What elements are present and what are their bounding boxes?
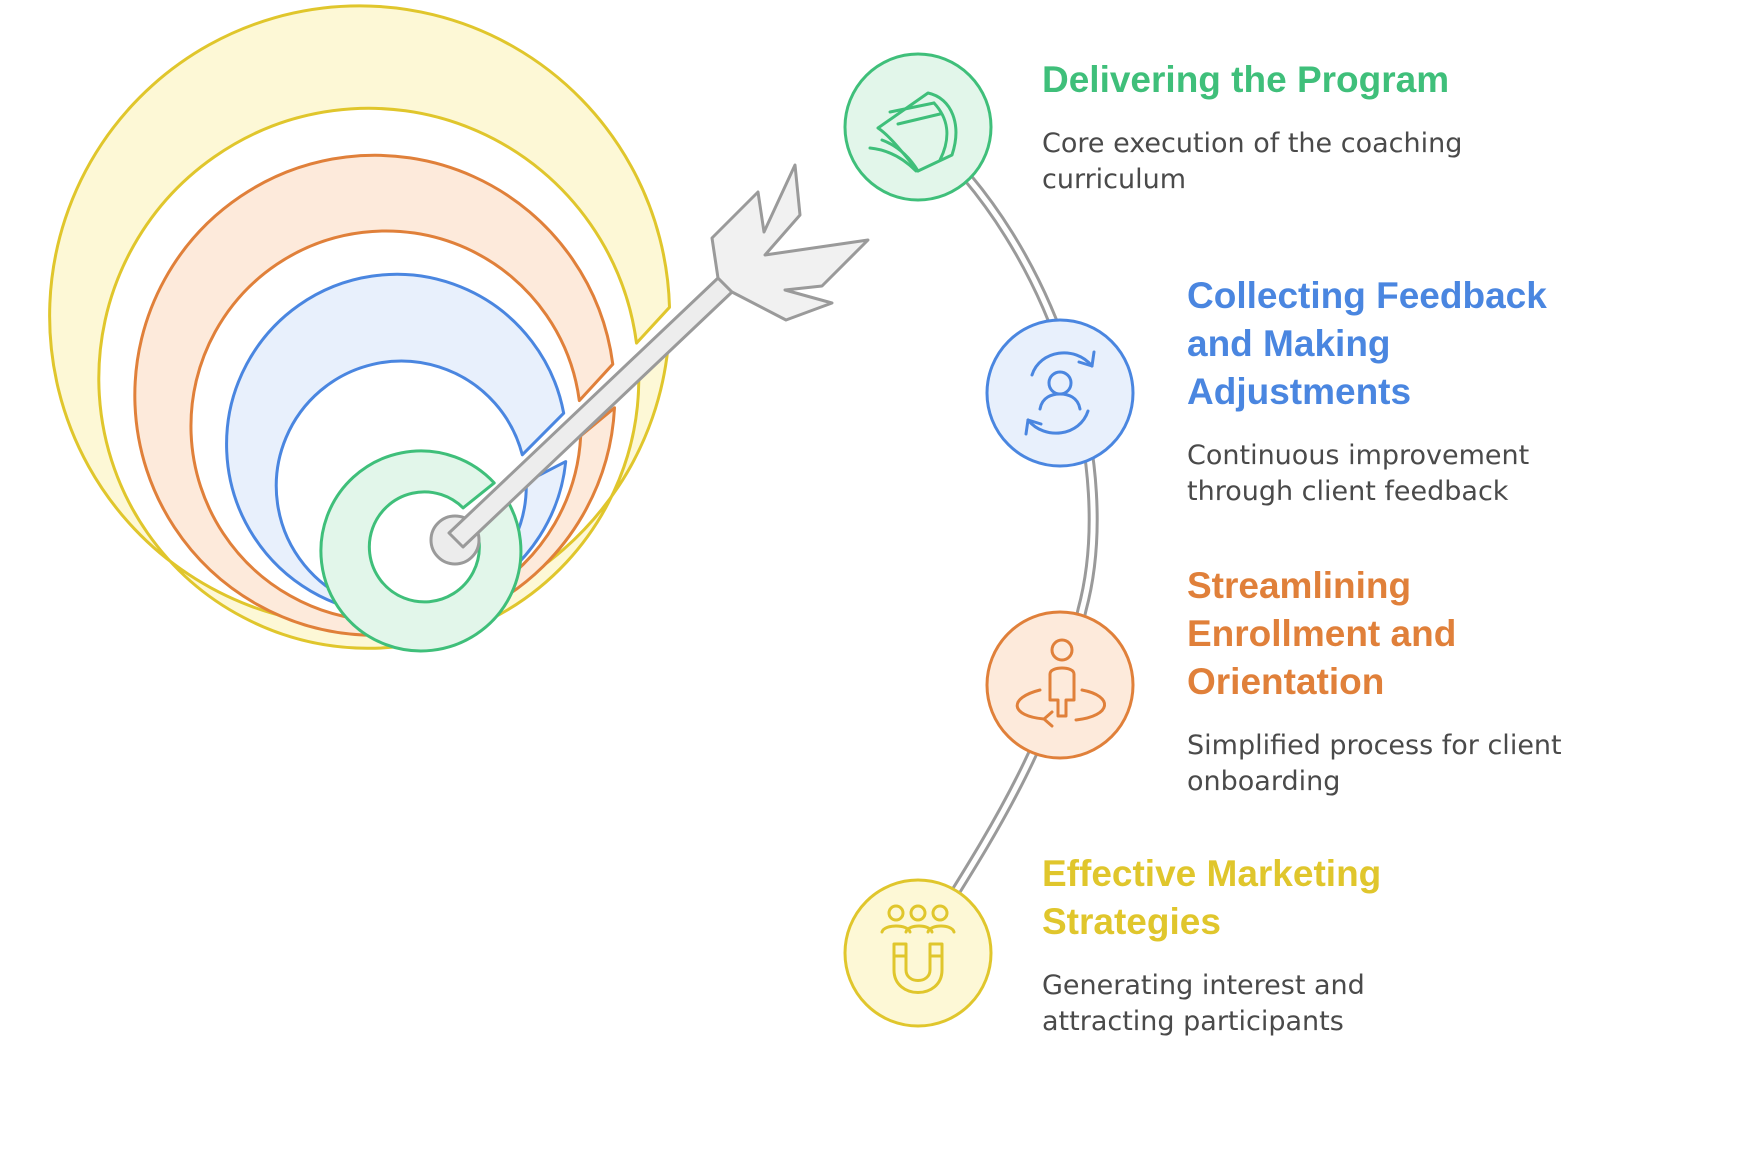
step-enrollment-description: Simplified process for client onboarding <box>1187 728 1727 800</box>
step-program-description: Core execution of the coaching curriculu… <box>1042 126 1702 198</box>
step-enrollment-node <box>985 610 1135 760</box>
desc-line: Simplified process for client <box>1187 730 1562 761</box>
step-marketing-description: Generating interest and attracting parti… <box>1042 968 1702 1040</box>
ring-green <box>319 449 523 653</box>
title-line: Effective Marketing <box>1042 853 1382 894</box>
step-program-title: Delivering the Program <box>1042 56 1702 104</box>
step-feedback-description: Continuous improvement through client fe… <box>1187 438 1727 510</box>
user-refresh-icon <box>1024 350 1096 436</box>
title-line: Orientation <box>1187 661 1385 702</box>
desc-line: Core execution of the coaching <box>1042 128 1463 159</box>
target-icon <box>48 4 671 653</box>
desc-line: Generating interest and <box>1042 970 1365 1001</box>
timeline-arc <box>912 121 1099 959</box>
title-line: and Making <box>1187 323 1391 364</box>
desc-line: attracting participants <box>1042 1006 1344 1037</box>
step-program: Delivering the Program Core execution of… <box>1042 56 1702 198</box>
open-book-icon <box>868 91 958 173</box>
desc-line: curriculum <box>1042 164 1187 195</box>
step-feedback: Collecting Feedback and Making Adjustmen… <box>1187 272 1727 510</box>
title-line: Enrollment and <box>1187 613 1457 654</box>
arrow-icon <box>447 163 870 549</box>
step-enrollment: Streamlining Enrollment and Orientation … <box>1187 562 1727 800</box>
step-feedback-title: Collecting Feedback and Making Adjustmen… <box>1187 272 1727 416</box>
step-program-node <box>843 52 993 202</box>
title-line: Strategies <box>1042 901 1221 942</box>
desc-line: through client feedback <box>1187 476 1509 507</box>
title-line: Delivering the Program <box>1042 59 1450 100</box>
arrow-fletching <box>710 163 870 322</box>
timeline-arc-inner <box>915 124 1096 956</box>
title-line: Adjustments <box>1187 371 1412 412</box>
desc-line: Continuous improvement <box>1187 440 1530 471</box>
person-orbit-icon <box>1015 638 1106 728</box>
title-line: Streamlining <box>1187 565 1412 606</box>
group-magnet-icon <box>880 904 956 994</box>
step-marketing: Effective Marketing Strategies Generatin… <box>1042 850 1702 1040</box>
step-marketing-node <box>843 878 993 1028</box>
ring-orange <box>133 153 616 637</box>
ring-blue <box>225 272 568 616</box>
ring-yellow <box>48 4 671 650</box>
step-enrollment-title: Streamlining Enrollment and Orientation <box>1187 562 1727 706</box>
step-feedback-node <box>985 318 1135 468</box>
step-marketing-title: Effective Marketing Strategies <box>1042 850 1702 946</box>
title-line: Collecting Feedback <box>1187 275 1547 316</box>
desc-line: onboarding <box>1187 766 1341 797</box>
